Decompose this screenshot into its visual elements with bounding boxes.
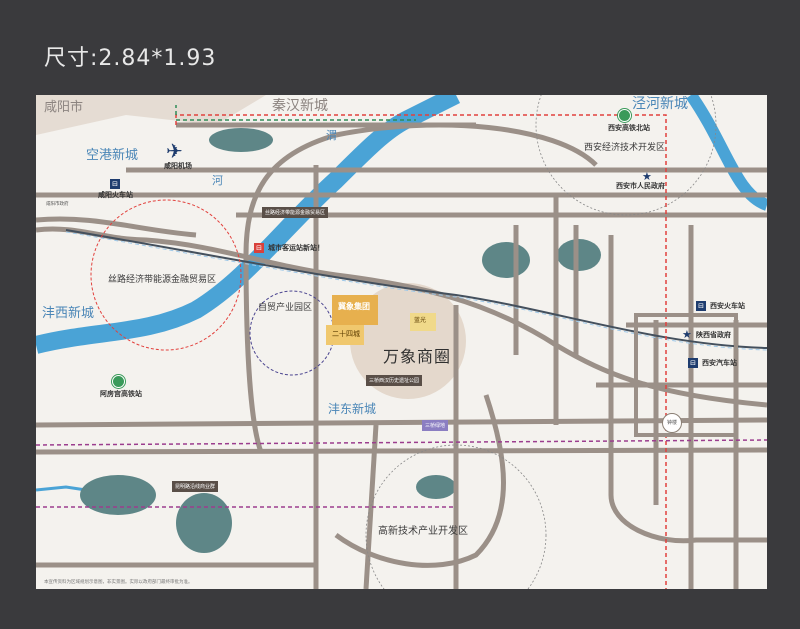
district-fengxi: 沣西新城 xyxy=(42,306,95,321)
purple-dash-line-1 xyxy=(36,439,767,446)
district-xianyang: 咸阳市 xyxy=(44,100,84,115)
road-network xyxy=(36,122,767,589)
star-icon: ★ xyxy=(642,170,652,183)
bell-tower-node: 钟楼 xyxy=(662,413,682,433)
zone-silk-road: 丝路经济带能源金融贸易区 xyxy=(108,275,217,285)
project-block xyxy=(332,295,378,325)
wanxiang-area xyxy=(350,283,466,399)
district-jinghe: 泾河新城 xyxy=(632,96,688,112)
green-station-icon-afang xyxy=(112,375,125,388)
footnote: 本宣传资料为区域规划示意图，非实景图。实际以政府部门最终审批为准。 xyxy=(44,580,193,585)
badge-3: 昆明路沿线商业群 xyxy=(172,481,219,492)
river-he: 河 xyxy=(212,174,223,187)
station-airport: 咸阳机场 xyxy=(164,162,192,170)
bus-icon: ⊟ xyxy=(688,358,698,368)
project-short: 蓝光 xyxy=(414,317,427,324)
badge-2: 三桥西汉历史遗址公园 xyxy=(366,375,423,386)
badge-1: 丝路经济带能源金融贸易区 xyxy=(262,207,329,218)
river-wei: 渭 xyxy=(326,129,337,142)
station-xian-gov: 西安市人民政府 xyxy=(616,182,665,190)
station-afang: 阿房宫高铁站 xyxy=(100,390,142,398)
xianyang-gov: 咸阳市政府 xyxy=(46,202,69,207)
train-icon: ⊟ xyxy=(110,179,120,189)
station-city-terminal: 城市客运站新站！ xyxy=(268,244,324,252)
zone-econ-dev: 西安经济技术开发区 xyxy=(584,143,666,153)
size-label: 尺寸:2.84*1.93 xyxy=(44,46,217,71)
zone-free-trade: 自贸产业园区 xyxy=(258,303,313,313)
district-qinhan: 秦汉新城 xyxy=(272,98,328,114)
station-xian-north: 西安高铁北站 xyxy=(608,124,650,132)
district-konggang: 空港新城 xyxy=(86,148,139,163)
project-name: 二十四城 xyxy=(332,330,360,338)
silk-road-circle xyxy=(90,199,242,351)
station-xianyang-rail: 咸阳火车站 xyxy=(98,191,133,199)
zone-wanxiang: 万象商圈 xyxy=(383,347,452,366)
green-station-icon xyxy=(618,109,631,122)
train-icon-xian: ⊟ xyxy=(696,301,706,311)
station-xian-bus: 西安汽车站 xyxy=(702,359,737,367)
airplane-icon: ✈ xyxy=(166,139,183,163)
district-fengdong: 沣东新城 xyxy=(328,402,377,416)
station-xian-rail: 西安火车站 xyxy=(710,302,745,310)
bus-terminal-icon: ⊟ xyxy=(254,243,264,253)
map: 咸阳市 秦汉新城 泾河新城 空港新城 沣西新城 沣东新城 渭 河 万象商圈 丝路… xyxy=(36,95,767,589)
jing-river xyxy=(686,95,767,211)
star-icon-shaanxi: ★ xyxy=(682,328,692,341)
project-brand: 冀象集团 xyxy=(338,302,370,311)
station-shaanxi-gov: 陕西省政府 xyxy=(696,331,731,339)
zone-hightech: 高新技术产业开发区 xyxy=(378,526,468,537)
red-dash-line xyxy=(175,114,667,589)
badge-4: 三桥绿地 xyxy=(422,420,449,431)
map-canvas xyxy=(36,95,767,589)
